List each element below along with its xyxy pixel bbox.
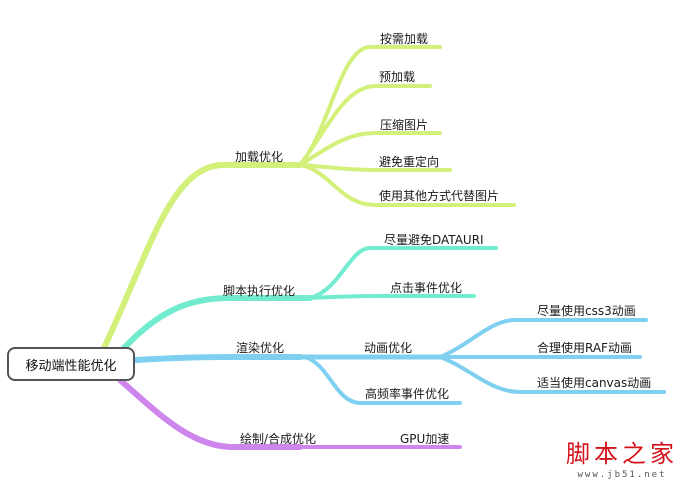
connector-script-click bbox=[308, 294, 476, 300]
node-script-optimization[interactable]: 脚本执行优化 bbox=[223, 284, 296, 298]
connector-root-load bbox=[101, 162, 303, 351]
connector-load-preload bbox=[298, 84, 432, 167]
connector-anim-css3 bbox=[438, 318, 648, 359]
node-avoid-redirect[interactable]: 避免重定向 bbox=[379, 155, 440, 169]
connector-load-on-demand bbox=[298, 45, 442, 167]
connector-anim-canvas bbox=[438, 355, 666, 394]
node-preload[interactable]: 预加载 bbox=[379, 70, 416, 84]
connector-load-alt-image bbox=[298, 163, 516, 207]
root-node[interactable]: 移动端性能优化 bbox=[7, 347, 135, 381]
node-canvas-animation[interactable]: 适当使用canvas动画 bbox=[537, 376, 652, 390]
node-avoid-datauri[interactable]: 尽量避免DATAURI bbox=[384, 233, 484, 247]
node-compress-images[interactable]: 压缩图片 bbox=[380, 118, 429, 132]
node-render-optimization[interactable]: 渲染优化 bbox=[236, 341, 285, 355]
node-css3-animation[interactable]: 尽量使用css3动画 bbox=[537, 304, 636, 318]
node-paint-composite-optimization[interactable]: 绘制/合成优化 bbox=[240, 432, 317, 446]
connector-root-render bbox=[133, 354, 303, 363]
node-raf-animation[interactable]: 合理使用RAF动画 bbox=[537, 341, 632, 355]
root-label: 移动端性能优化 bbox=[25, 358, 117, 374]
node-replace-images[interactable]: 使用其他方式代替图片 bbox=[379, 189, 500, 203]
node-load-on-demand[interactable]: 按需加载 bbox=[380, 32, 429, 46]
watermark-url: www.jb51.net bbox=[577, 470, 667, 480]
node-high-frequency-event-optimization[interactable]: 高频率事件优化 bbox=[365, 387, 450, 401]
connector-render-highfreq bbox=[303, 355, 462, 405]
node-gpu-acceleration[interactable]: GPU加速 bbox=[400, 432, 450, 446]
node-click-event-optimization[interactable]: 点击事件优化 bbox=[390, 281, 463, 295]
node-load-optimization[interactable]: 加载优化 bbox=[235, 150, 284, 164]
watermark-name: 脚本之家 bbox=[566, 440, 678, 468]
connector-root-script bbox=[121, 295, 313, 351]
connector-load-compress bbox=[298, 131, 442, 167]
connector-script-datauri bbox=[308, 246, 498, 300]
node-animation-optimization[interactable]: 动画优化 bbox=[364, 341, 413, 355]
watermark: 脚本之家 www.jb51.net bbox=[560, 440, 684, 480]
connector-root-paint bbox=[117, 377, 303, 450]
